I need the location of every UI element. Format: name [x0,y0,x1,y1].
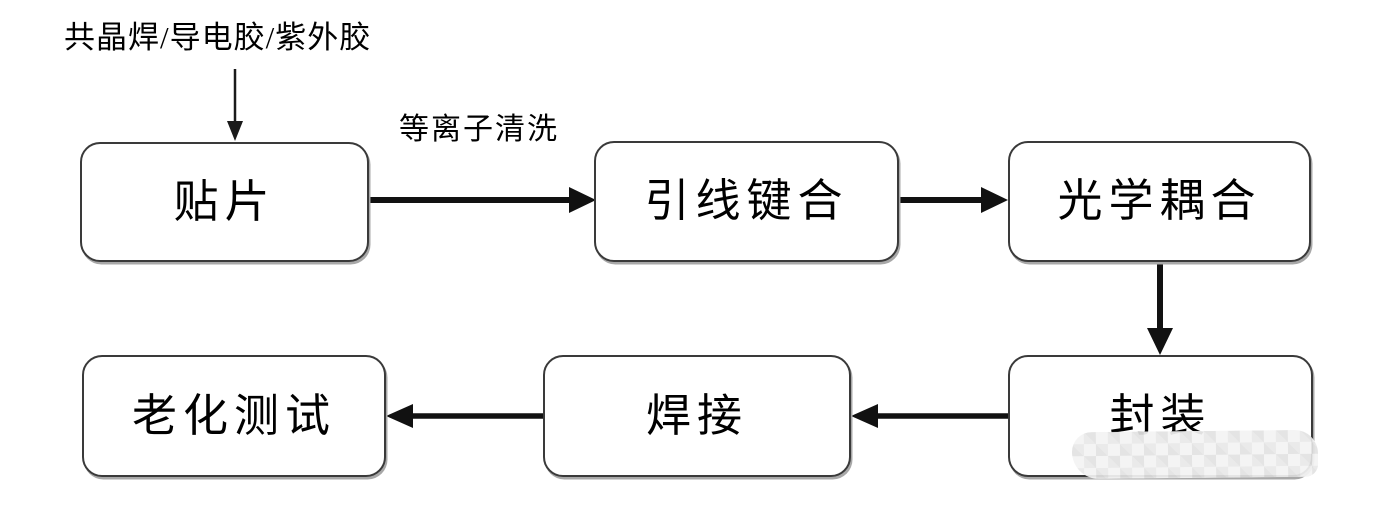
edge-label-plasma-clean: 等离子清洗 [399,113,559,146]
node-yinxian-jianhe: 引线键合 [594,141,899,262]
annotation-text: 共晶焊/导电胶/紫外胶 [64,20,372,55]
node-guangxue-ouhe: 光学耦合 [1008,141,1311,262]
arrow-hanjie-to-laohua-icon [386,404,543,428]
node-yinxian-jianhe-label: 引线键合 [644,176,849,226]
node-hanjie: 焊接 [543,355,851,477]
blurred-watermark [1071,429,1319,480]
arrow-guangxue-to-fengzhuang-icon [1147,262,1173,355]
node-tiepian-label: 贴片 [173,176,276,227]
annotation-arrow-icon [227,69,243,141]
arrow-fengzhuang-to-hanjie-icon [851,404,1008,428]
node-hanjie-label: 焊接 [645,390,748,441]
arrow-yinxian-to-guangxue-icon [899,187,1008,213]
arrow-tiepian-to-yinxian-icon [369,187,596,213]
node-laohua-ceshi: 老化测试 [82,355,386,477]
node-tiepian: 贴片 [80,142,369,262]
node-guangxue-ouhe-label: 光学耦合 [1057,176,1262,226]
node-laohua-ceshi-label: 老化测试 [131,390,336,441]
